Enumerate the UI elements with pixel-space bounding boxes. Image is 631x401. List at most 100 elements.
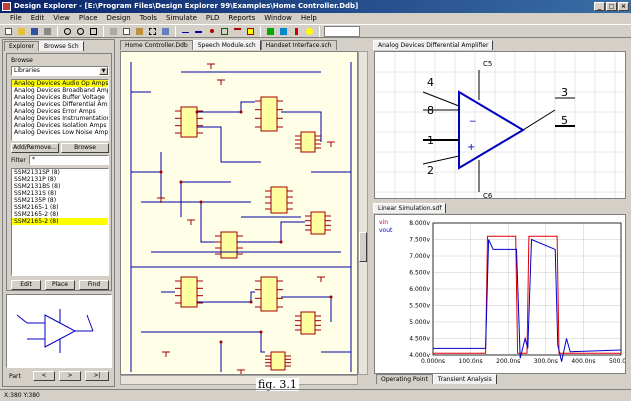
component-list[interactable]: SSM2131SP (8) SSM2131P (8) SSM2131BS (8)… bbox=[11, 168, 109, 276]
status-coordinates: X:380 Y:380 bbox=[4, 392, 40, 399]
list-item[interactable]: Analog Devices Low Noise Amps bbox=[14, 129, 108, 136]
plot-frame bbox=[432, 222, 622, 356]
bus-icon[interactable] bbox=[193, 26, 204, 37]
menu-place[interactable]: Place bbox=[78, 14, 98, 22]
junction-icon[interactable] bbox=[206, 26, 217, 37]
select-icon[interactable] bbox=[147, 26, 158, 37]
library-list[interactable]: Analog Devices Audio Op Amps Analog Devi… bbox=[11, 79, 109, 141]
menu-tools[interactable]: Tools bbox=[139, 14, 157, 22]
tab-handset-interface[interactable]: Handset Interface.sch bbox=[260, 40, 337, 50]
pin-label-8: 8 bbox=[427, 104, 434, 117]
part-prev-button[interactable]: < bbox=[33, 371, 55, 381]
menu-design[interactable]: Design bbox=[106, 14, 131, 22]
add-remove-button[interactable]: Add/Remove... bbox=[11, 143, 59, 153]
zoom-in-icon[interactable] bbox=[62, 26, 73, 37]
list-item[interactable]: SSM2135P (8) bbox=[14, 197, 57, 204]
window-title: Design Explorer - [E:\Program Files\Desi… bbox=[14, 2, 359, 10]
menu-edit[interactable]: Edit bbox=[30, 14, 45, 22]
tab-transient-analysis[interactable]: Transient Analysis bbox=[432, 374, 497, 384]
part-icon[interactable] bbox=[245, 26, 256, 37]
tab-speech-module[interactable]: Speech Module.sch bbox=[192, 40, 261, 50]
copy-icon[interactable] bbox=[121, 26, 132, 37]
power-icon[interactable] bbox=[232, 26, 243, 37]
list-item[interactable]: Analog Devices Instrumentation bbox=[14, 115, 108, 122]
series-line-vout bbox=[433, 238, 622, 362]
probe-icon[interactable] bbox=[291, 26, 302, 37]
legend-vin: vin bbox=[379, 219, 389, 226]
symbol-canvas[interactable]: − + 4 8 1 2 3 5 C5 C6 bbox=[374, 51, 626, 199]
maximize-button[interactable]: □ bbox=[606, 2, 617, 11]
pin-label-1: 1 bbox=[427, 134, 434, 147]
symbol-panel: Analog Devices Differential Amplifier − … bbox=[372, 39, 629, 202]
tab-operating-point[interactable]: Operating Point bbox=[376, 374, 433, 384]
place-button[interactable]: Place bbox=[45, 280, 75, 290]
netlabel-icon[interactable] bbox=[219, 26, 230, 37]
list-item[interactable]: SSM2131P (8) bbox=[14, 176, 57, 183]
toolbar bbox=[0, 24, 631, 38]
menu-view[interactable]: View bbox=[53, 14, 70, 22]
cut-icon[interactable] bbox=[108, 26, 119, 37]
print-icon[interactable] bbox=[42, 26, 53, 37]
zoom-out-icon[interactable] bbox=[75, 26, 86, 37]
status-bar: X:380 Y:380 bbox=[0, 389, 631, 401]
move-icon[interactable] bbox=[160, 26, 171, 37]
run-simulation-icon[interactable] bbox=[265, 26, 276, 37]
list-item[interactable]: Analog Devices Isolation Amps bbox=[14, 122, 107, 129]
list-item[interactable]: SSM2131SP (8) bbox=[14, 169, 60, 176]
open-icon[interactable] bbox=[16, 26, 27, 37]
list-item[interactable]: Analog Devices Broadband Amps bbox=[14, 87, 108, 94]
list-item[interactable]: Analog Devices Buffer Voltage bbox=[14, 94, 105, 101]
schematic-canvas[interactable] bbox=[120, 51, 358, 375]
tab-linear-simulation[interactable]: Linear Simulation.sdf bbox=[373, 203, 447, 213]
app-icon bbox=[2, 2, 11, 11]
horizontal-scrollbar[interactable] bbox=[120, 375, 358, 385]
x-tick-label: 400.0ns bbox=[571, 358, 595, 365]
browse-select[interactable]: Libraries ▼ bbox=[11, 66, 109, 76]
list-item[interactable]: SSM2165-1 (8) bbox=[14, 204, 59, 211]
list-item[interactable]: SSM2131BS (8) bbox=[14, 183, 61, 190]
list-item[interactable]: Analog Devices Error Amps bbox=[14, 108, 96, 115]
y-tick-label: 8.000v bbox=[409, 220, 430, 227]
list-item[interactable]: SSM2165-2 (8) bbox=[12, 218, 108, 225]
paste-icon[interactable] bbox=[134, 26, 145, 37]
browse-button[interactable]: Browse bbox=[61, 143, 109, 153]
y-tick-label: 5.000v bbox=[409, 319, 430, 326]
save-icon[interactable] bbox=[29, 26, 40, 37]
zoom-select[interactable] bbox=[324, 25, 360, 37]
menu-window[interactable]: Window bbox=[264, 14, 292, 22]
new-icon[interactable] bbox=[3, 26, 14, 37]
x-tick-label: 300.0ns bbox=[534, 358, 558, 365]
scroll-thumb[interactable] bbox=[359, 232, 367, 262]
setup-icon[interactable] bbox=[278, 26, 289, 37]
menu-help[interactable]: Help bbox=[300, 14, 317, 22]
list-item[interactable]: Analog Devices Differential Amps bbox=[14, 101, 108, 108]
tab-home-controller[interactable]: Home Controller.Ddb bbox=[120, 40, 193, 50]
menu-pld[interactable]: PLD bbox=[205, 14, 220, 22]
tab-differential-amp[interactable]: Analog Devices Differential Amplifier bbox=[373, 40, 494, 50]
close-button[interactable]: × bbox=[618, 2, 629, 11]
part-last-button[interactable]: >| bbox=[85, 371, 109, 381]
minimize-button[interactable]: _ bbox=[594, 2, 605, 11]
list-item[interactable]: SSM2165-2 (8) bbox=[14, 211, 59, 218]
menu-file[interactable]: File bbox=[10, 14, 22, 22]
vertical-scrollbar[interactable] bbox=[358, 51, 368, 375]
wire-icon[interactable] bbox=[180, 26, 191, 37]
list-item[interactable]: Analog Devices Audio Op Amps bbox=[12, 80, 108, 87]
tab-explorer[interactable]: Explorer bbox=[4, 41, 39, 51]
opamp-symbol: − + 4 8 1 2 3 5 C5 C6 bbox=[375, 52, 625, 198]
filter-input[interactable]: * bbox=[29, 155, 109, 165]
edit-button[interactable]: Edit bbox=[11, 280, 41, 290]
chevron-down-icon[interactable]: ▼ bbox=[99, 67, 108, 75]
menu-simulate[interactable]: Simulate bbox=[165, 14, 197, 22]
figure-caption: fig. 3.1 bbox=[256, 378, 299, 391]
find-button[interactable]: Find bbox=[79, 280, 109, 290]
help-icon[interactable] bbox=[304, 26, 315, 37]
list-item[interactable]: SSM2131S (8) bbox=[14, 190, 57, 197]
browse-panel: Explorer Browse Sch Browse Libraries ▼ A… bbox=[2, 39, 115, 387]
menu-reports[interactable]: Reports bbox=[228, 14, 256, 22]
part-next-button[interactable]: > bbox=[59, 371, 81, 381]
svg-text:+: + bbox=[467, 142, 475, 153]
zoom-fit-icon[interactable] bbox=[88, 26, 99, 37]
tab-browse-sch[interactable]: Browse Sch bbox=[38, 41, 84, 51]
